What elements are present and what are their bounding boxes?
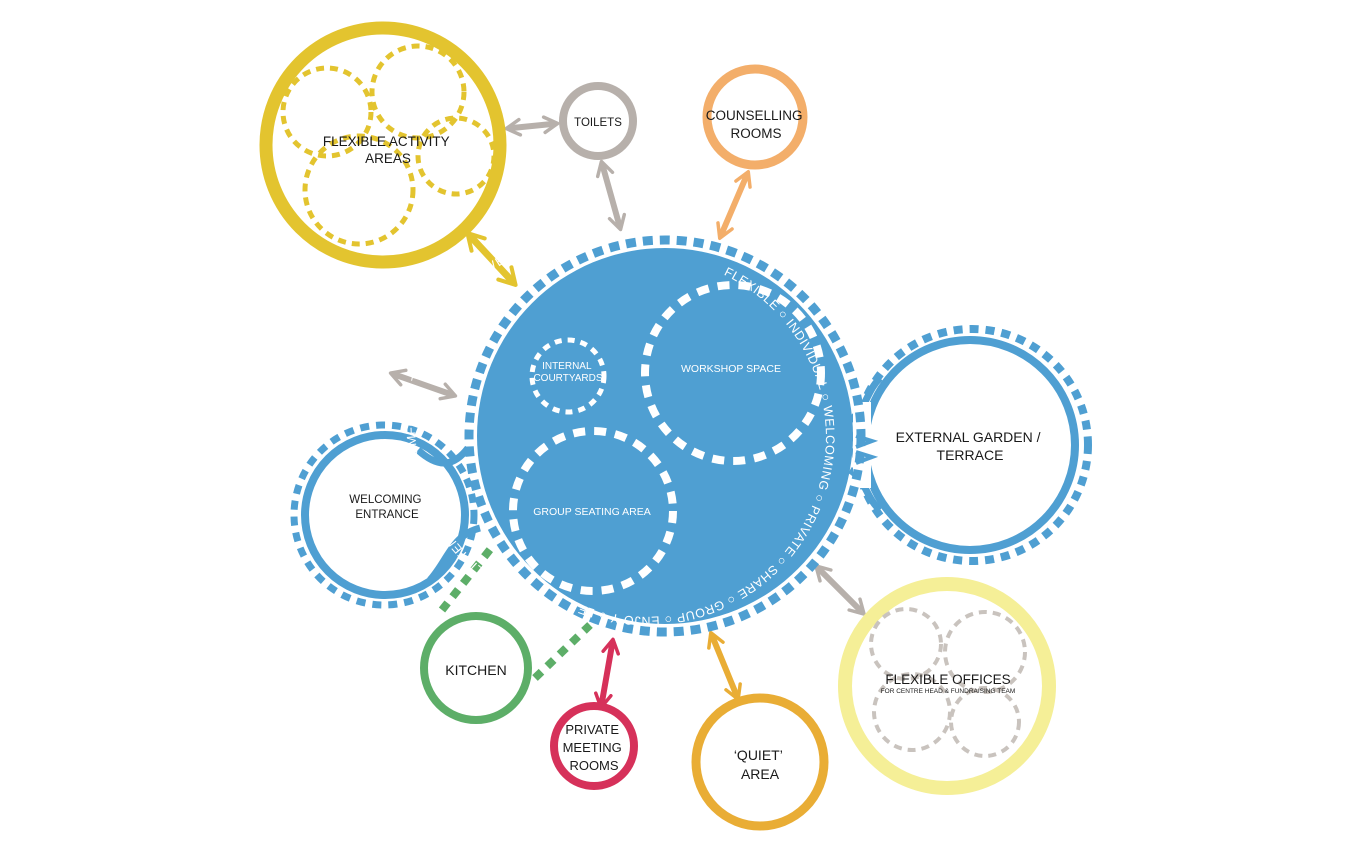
quiet-ring — [691, 693, 829, 831]
arrow-offices-hub — [814, 564, 866, 616]
label-entrance-2: ENTRANCE — [355, 509, 419, 521]
garden-dashed-ring — [852, 325, 1092, 565]
connectors — [388, 115, 866, 710]
node-kitchen: KITCHEN — [420, 612, 532, 724]
svg-text:‘QUIET’ AREA: ‘QUIET’ AREA — [734, 747, 786, 782]
label-private-3: ROOMS — [569, 758, 618, 773]
kitchen-ring — [420, 612, 532, 724]
label-courtyards-1: INTERNAL — [542, 361, 592, 372]
arrow-private-meeting-hub — [594, 637, 620, 710]
label-garden-1: EXTERNAL GARDEN / — [896, 429, 1041, 445]
label-group-seating: GROUP SEATING AREA — [533, 506, 650, 518]
node-external-garden: EXTERNAL GARDEN / TERRACE — [847, 325, 1092, 565]
label-offices: FLEXIBLE OFFICES — [885, 672, 1010, 687]
private-meeting-ring — [550, 702, 638, 790]
node-welcoming-entrance: WELCOMING ENTRANCE — [290, 421, 482, 609]
label-private-2: MEETING — [563, 740, 622, 755]
office-subspace — [949, 686, 1021, 758]
label-flexible-activity-1: FLEXIBLE ACTIVITY — [323, 134, 450, 149]
node-quiet-area: ‘QUIET’ AREA — [691, 693, 829, 831]
activity-subspace — [369, 43, 467, 141]
label-toilets: TOILETS — [574, 117, 622, 129]
node-counselling-rooms: COUNSELLING ROOMS — [702, 64, 808, 170]
offices-ring — [838, 577, 1056, 795]
link-kitchen-entrance — [438, 544, 496, 613]
activity-subspace — [302, 133, 416, 247]
garden-ring — [861, 336, 1079, 554]
group-seating-ring — [509, 427, 677, 595]
hub-dashed-ring — [464, 235, 866, 637]
node-flexible-offices: FLEXIBLE OFFICES FOR CENTRE HEAD & FUNDR… — [838, 577, 1056, 795]
label-private-1: PRIVATE — [565, 722, 619, 737]
svg-text:INTERNAL COURTYARDS: INTERNAL COURTYARDS — [533, 361, 602, 384]
svg-text:PRIVATE MEETING RO: PRIVATE MEETING ROOMS — [563, 722, 626, 773]
svg-text:FLEXIBLE ACTIVITY AREAS: FLEXIBLE ACTIVITY AREAS — [323, 134, 453, 166]
label-entrance-1: WELCOMING — [349, 494, 421, 506]
toilets-ring — [559, 82, 637, 160]
link-kitchen-hub — [532, 622, 593, 681]
office-subspace — [943, 610, 1027, 694]
counselling-ring — [702, 64, 808, 170]
svg-text:EXTERNAL GARDEN / TERRAC: EXTERNAL GARDEN / TERRACE — [896, 429, 1045, 463]
entrance-ring — [301, 431, 469, 599]
label-garden-2: TERRACE — [937, 447, 1004, 463]
label-kitchen: KITCHEN — [445, 662, 506, 678]
activity-subspace — [415, 115, 497, 197]
courtyards-ring — [529, 337, 607, 415]
arrow-toilets-hub — [595, 159, 627, 232]
label-courtyards-2: COURTYARDS — [533, 373, 602, 384]
label-counselling-2: ROOMS — [730, 126, 781, 141]
flexible-activity-ring — [259, 21, 507, 269]
label-quiet-1: ‘QUIET’ — [734, 747, 783, 763]
office-subspace — [872, 672, 952, 752]
svg-text:COUNSELLING ROOMS: COUNSELLING ROOMS — [706, 108, 807, 141]
arrow-quiet-hub — [707, 630, 742, 702]
entrance-dashed-ring — [290, 421, 478, 609]
office-subspace — [869, 607, 943, 681]
workshop-ring — [641, 281, 825, 465]
label-offices-sub: FOR CENTRE HEAD & FUNDRAISING TEAM — [881, 688, 1016, 695]
label-flexible-activity-2: AREAS — [365, 151, 411, 166]
label-quiet-2: AREA — [741, 766, 780, 782]
activity-subspace — [280, 65, 374, 159]
node-private-meeting-rooms: PRIVATE MEETING ROOMS — [550, 702, 638, 790]
arrow-activity-hub — [465, 231, 518, 287]
label-workshop: WORKSHOP SPACE — [681, 363, 781, 375]
label-counselling-1: COUNSELLING — [706, 108, 803, 123]
node-flexible-activity-areas: FLEXIBLE ACTIVITY AREAS — [259, 21, 507, 269]
arrow-counselling-hub — [716, 169, 752, 241]
svg-text:WELCOMING ENTRANCE: WELCOMING ENTRANCE — [349, 494, 424, 521]
node-toilets: TOILETS — [559, 82, 637, 160]
arrow-activity-toilets — [504, 115, 560, 137]
arrow-outside-hub — [388, 368, 458, 401]
